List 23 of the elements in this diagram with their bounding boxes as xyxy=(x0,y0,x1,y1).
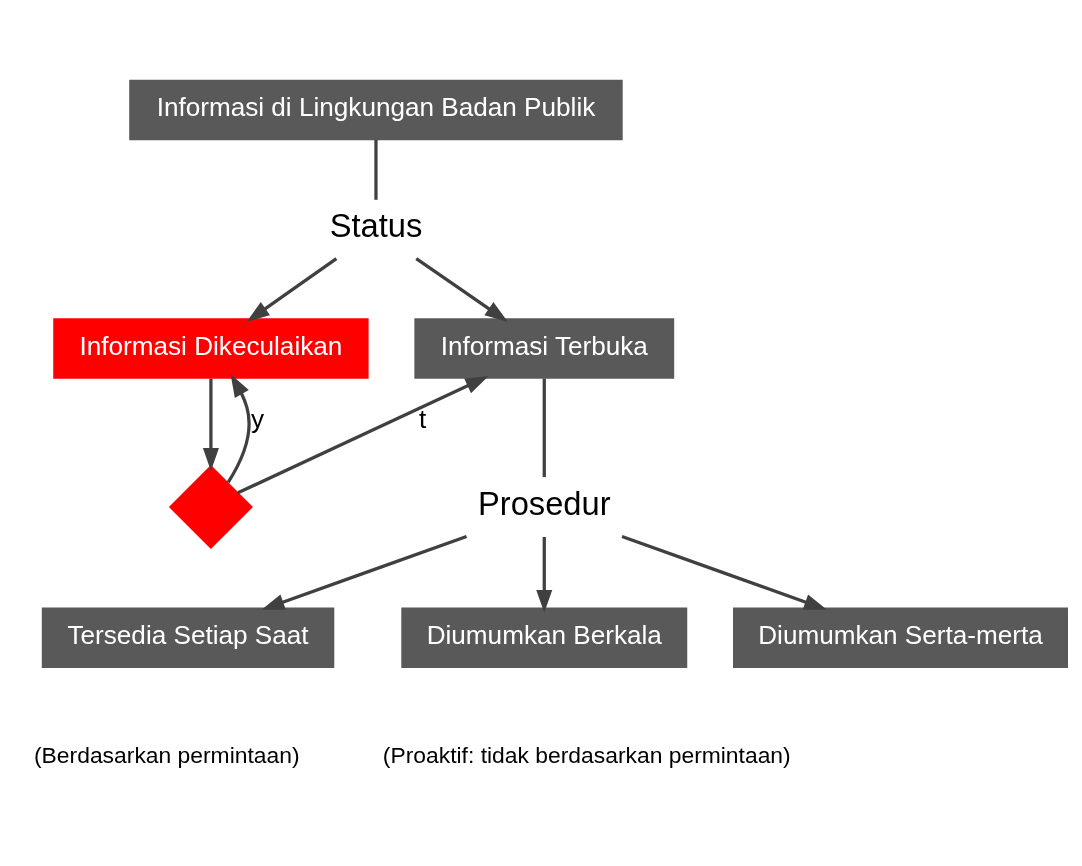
connector xyxy=(374,139,378,200)
node-box: Informasi di Lingkungan Badan Publik xyxy=(129,79,623,140)
arrow xyxy=(202,378,219,471)
node-text: Prosedur xyxy=(477,484,611,522)
arrow xyxy=(246,256,338,322)
arrow xyxy=(261,534,468,610)
edge-label: y xyxy=(250,403,265,434)
arrow xyxy=(226,373,251,483)
node-box: Informasi Terbuka xyxy=(414,317,675,379)
label: (Proaktif: tidak berdasarkan permintaan) xyxy=(382,741,791,768)
node-box: Diumumkan Serta-merta xyxy=(733,607,1068,668)
arrow xyxy=(237,375,489,494)
arrow xyxy=(536,536,553,613)
edge-label: t xyxy=(418,403,427,434)
node-box: Diumumkan Berkala xyxy=(401,607,688,668)
arrow xyxy=(415,256,508,322)
node-label: (Berdasarkan permintaan) xyxy=(34,741,300,768)
arrow xyxy=(621,534,827,610)
node-diamond xyxy=(168,464,253,549)
connector xyxy=(542,378,546,477)
node-text: Status xyxy=(329,206,423,244)
node-box: Informasi Dikeculaikan xyxy=(53,317,369,379)
node-box: Tersedia Setiap Saat xyxy=(41,607,335,668)
